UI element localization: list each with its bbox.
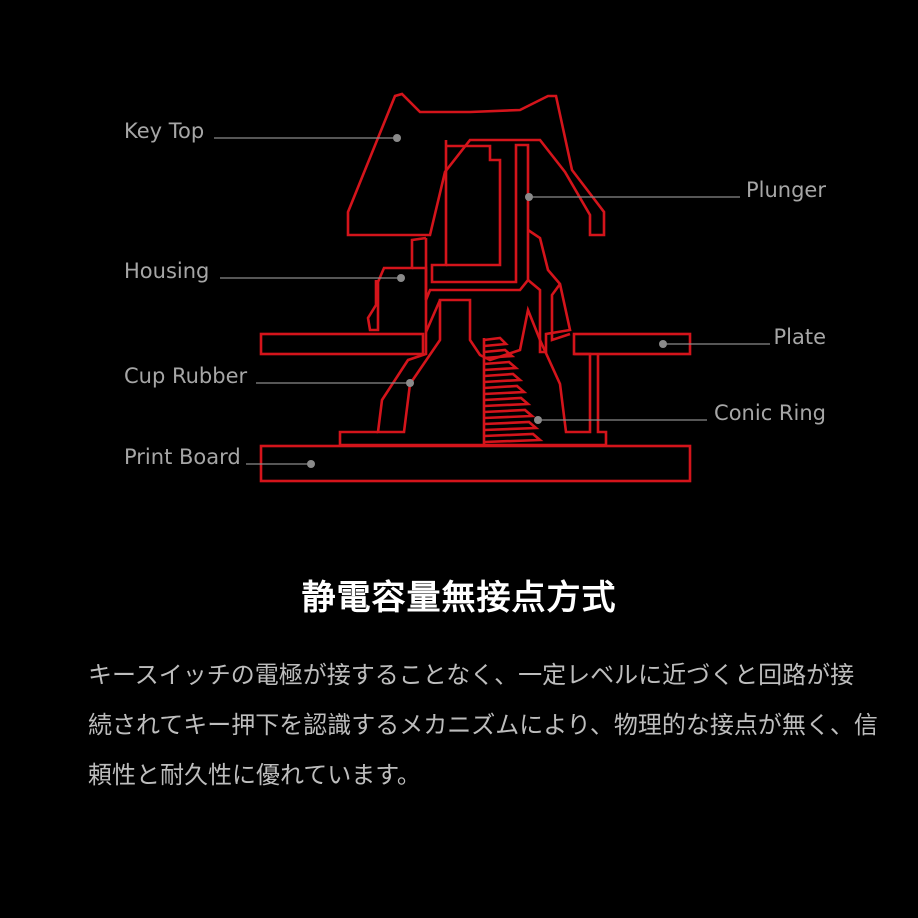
label-print-board: Print Board: [124, 445, 315, 469]
conic-ring-spring: [482, 336, 544, 445]
cup-rubber-label: Cup Rubber: [124, 364, 248, 388]
label-plunger: Plunger: [525, 178, 826, 202]
switch-diagram: Key Top Plunger Housing Plate Cup Rubber…: [124, 92, 826, 483]
label-key-top: Key Top: [124, 119, 401, 143]
label-conic-ring: Conic Ring: [534, 401, 826, 425]
key-top-label: Key Top: [124, 119, 204, 143]
conic-ring-label: Conic Ring: [714, 401, 826, 425]
plunger-label: Plunger: [746, 178, 826, 202]
housing-shape: [366, 236, 427, 332]
cup-rubber-shape: [376, 298, 592, 434]
print-board-shape: [259, 444, 692, 483]
key-top-shape: [346, 92, 606, 237]
housing-label: Housing: [124, 259, 209, 283]
label-plate: Plate: [659, 325, 826, 349]
switch-cross-section: [259, 92, 692, 483]
plate-left: [259, 332, 425, 356]
print-board-label: Print Board: [124, 445, 241, 469]
label-cup-rubber: Cup Rubber: [124, 364, 414, 388]
plunger-shape: [424, 140, 530, 301]
section-heading: 静電容量無接点方式: [301, 578, 617, 618]
section-description: キースイッチの電極が接することなく、一定レベルに近づくと回路が接続されてキー押下…: [88, 661, 878, 789]
plate-label: Plate: [773, 325, 826, 349]
label-housing: Housing: [124, 259, 405, 283]
